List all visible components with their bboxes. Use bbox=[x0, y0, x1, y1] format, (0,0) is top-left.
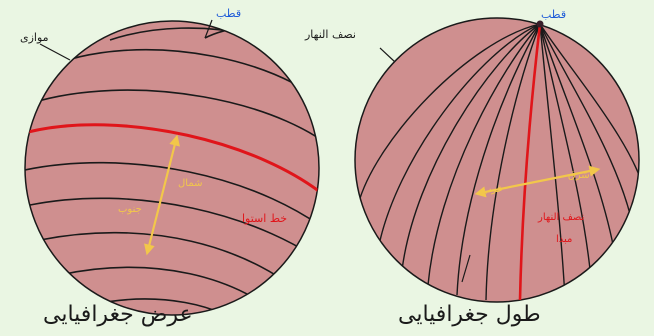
latitude-caption: عرض جغرافیایی bbox=[43, 302, 193, 327]
meridian-pointer bbox=[380, 48, 395, 62]
left-pole-label: قطب bbox=[216, 7, 241, 20]
right-sphere bbox=[355, 18, 639, 302]
meridian-label: نصف النهار bbox=[304, 28, 356, 41]
parallel-pointer bbox=[40, 44, 70, 60]
west-label: غرب bbox=[482, 184, 502, 195]
prime-meridian-label-2: مبدا bbox=[556, 234, 572, 245]
right-pole-label: قطب bbox=[541, 8, 566, 21]
equator-label: خط استوا bbox=[242, 212, 287, 225]
north-pole-dot bbox=[537, 21, 544, 28]
prime-meridian-label-1: نصف النهار bbox=[537, 212, 584, 223]
parallel-label: موازی bbox=[20, 31, 49, 44]
longitude-globe bbox=[355, 18, 646, 302]
east-label: شرق bbox=[568, 170, 590, 181]
south-label: جنوب bbox=[118, 204, 142, 215]
latitude-globe bbox=[25, 20, 345, 330]
north-label: شمال bbox=[178, 178, 202, 189]
longitude-caption: طول جغرافیایی bbox=[398, 302, 541, 327]
